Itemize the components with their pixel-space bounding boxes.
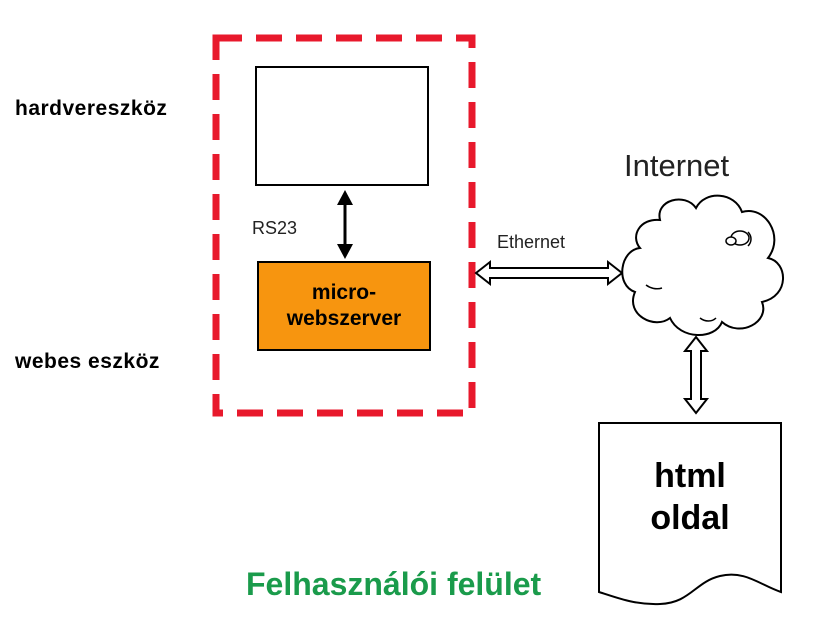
page-label-line1: html xyxy=(654,457,726,495)
internet-label: Internet xyxy=(624,148,730,183)
server-label-line2: webszerver xyxy=(286,307,402,330)
ethernet-arrow xyxy=(474,259,624,287)
hardware-box xyxy=(255,66,429,186)
rs-label: RS23 xyxy=(252,218,298,238)
hardware-label: hardvereszköz xyxy=(15,97,168,120)
server-label: micro- webszerver xyxy=(258,262,430,350)
page-label: html oldal xyxy=(600,455,780,539)
device-boundary xyxy=(212,34,476,417)
rs-connector-arrow xyxy=(337,190,353,259)
internet-cloud xyxy=(621,194,784,336)
web-device-label: webes eszköz xyxy=(15,350,160,373)
server-label-line1: micro- xyxy=(311,281,377,304)
html-page-document xyxy=(598,422,782,606)
ethernet-label: Ethernet xyxy=(497,232,566,252)
page-arrow xyxy=(682,335,710,415)
page-label-line2: oldal xyxy=(650,499,730,537)
footer-title: Felhasználói felület xyxy=(246,566,542,602)
server-box xyxy=(257,261,431,351)
